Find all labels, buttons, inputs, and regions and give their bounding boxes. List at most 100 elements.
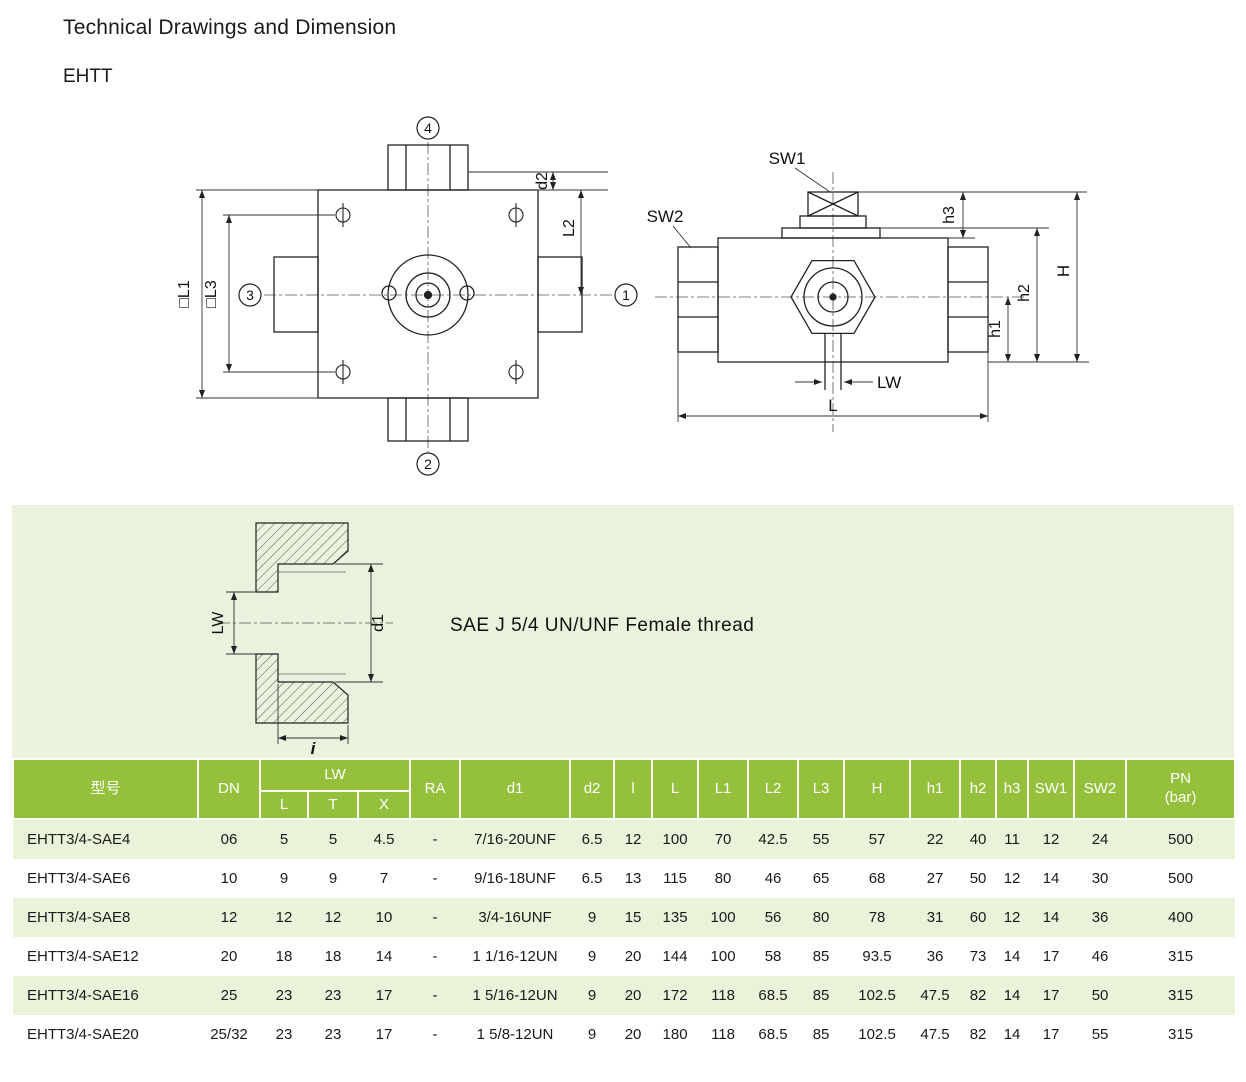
value-cell: 9	[587, 909, 597, 926]
thread-detail-section: LW d1 i SAE J 5/4 UN/UNF Female thread	[12, 505, 1234, 758]
model-cell: EHTT3/4-SAE20	[27, 1026, 139, 1043]
value-cell: 9	[587, 948, 597, 965]
value-cell: 5	[328, 831, 338, 848]
port-3-circle	[238, 283, 262, 307]
value-cell: 25/32	[210, 1026, 248, 1043]
model-cell: EHTT3/4-SAE12	[27, 948, 139, 965]
value-cell: 17	[375, 987, 393, 1004]
front-bolt-holes	[335, 203, 524, 384]
value-cell: 10	[220, 870, 238, 887]
value-cell: 36	[1091, 909, 1109, 926]
thread-dimension-labels: LW d1 i	[210, 611, 387, 757]
value-cell: 50	[969, 870, 987, 887]
value-cell: 23	[275, 987, 293, 1004]
value-cell: 15	[624, 909, 642, 926]
value-cell: 315	[1168, 987, 1194, 1004]
port-2-label: 2	[424, 456, 432, 472]
label-h3: h3	[941, 206, 958, 224]
col-header-l: L	[651, 758, 700, 820]
port-4-circle	[416, 116, 440, 140]
value-cell: 23	[275, 1026, 293, 1043]
side-view-drawing: SW1 SW2 h3 h1 h2 H LW L	[647, 149, 1089, 432]
value-cell: 9	[279, 870, 289, 887]
value-cell: 12	[1003, 870, 1021, 887]
model-cell: EHTT3/4-SAE8	[27, 909, 131, 926]
value-cell: 12	[624, 831, 642, 848]
port-4-label: 4	[424, 120, 432, 136]
value-cell: 100	[710, 948, 736, 965]
value-cell: -	[432, 1026, 438, 1043]
value-cell: 400	[1168, 909, 1194, 926]
port-3-label: 3	[246, 287, 254, 303]
value-cell: 42.5	[758, 831, 788, 848]
value-cell: 50	[1091, 987, 1109, 1004]
value-cell: 10	[375, 909, 393, 926]
thread-caption: SAE J 5/4 UN/UNF Female thread	[450, 615, 755, 636]
pn-label-line1: PN	[1170, 770, 1191, 788]
value-cell: 56	[764, 909, 782, 926]
value-cell: 5	[279, 831, 289, 848]
value-cell: 22	[926, 831, 944, 848]
value-cell: 14	[1042, 870, 1060, 887]
pn-label-line2: (bar)	[1164, 789, 1197, 806]
col-header-h2: h2	[959, 758, 998, 820]
side-dimension-labels: SW1 SW2 h3 h1 h2 H LW L	[647, 149, 1073, 415]
value-cell: 7	[379, 870, 389, 887]
value-cell: 135	[662, 909, 688, 926]
value-cell: 85	[812, 1026, 830, 1043]
value-cell: 31	[926, 909, 944, 926]
value-cell: -	[432, 948, 438, 965]
value-cell: 6.5	[581, 870, 603, 887]
value-cell: 85	[812, 948, 830, 965]
col-header-d1: d1	[459, 758, 572, 820]
front-dimension-labels: □L1 □L3 d2 L2	[176, 172, 578, 308]
value-cell: 100	[710, 909, 736, 926]
value-cell: -	[432, 870, 438, 887]
value-cell: 172	[662, 987, 688, 1004]
value-cell: 3/4-16UNF	[478, 909, 552, 926]
thread-crest-lines	[278, 571, 346, 675]
front-port-markers	[238, 116, 638, 476]
value-cell: 82	[969, 987, 987, 1004]
col-header-d2: d2	[569, 758, 616, 820]
value-cell: 14	[375, 948, 393, 965]
value-cell: 315	[1168, 1026, 1194, 1043]
label-sw1: SW1	[769, 149, 806, 168]
value-cell: 1 5/16-12UN	[472, 987, 558, 1004]
value-cell: 9/16-18UNF	[474, 870, 556, 887]
thread-dimension-lines	[226, 563, 383, 744]
value-cell: 14	[1042, 909, 1060, 926]
value-cell: 65	[812, 870, 830, 887]
value-cell: 82	[969, 1026, 987, 1043]
value-cell: 500	[1168, 831, 1194, 848]
model-cell: EHTT3/4-SAE6	[27, 870, 131, 887]
value-cell: 06	[220, 831, 238, 848]
front-dimension-lines	[196, 171, 608, 399]
value-cell: 46	[1091, 948, 1109, 965]
value-cell: 17	[1042, 987, 1060, 1004]
col-header-model: 型号	[12, 758, 199, 820]
label-h1: h1	[987, 320, 1004, 338]
model-cell: EHTT3/4-SAE16	[27, 987, 139, 1004]
dim-label-l1: □L1	[176, 280, 193, 308]
value-cell: 70	[714, 831, 732, 848]
value-cell: 30	[1091, 870, 1109, 887]
col-header-l2: L2	[747, 758, 800, 820]
col-header-l3: L3	[797, 758, 846, 820]
port-2-circle	[416, 452, 440, 476]
value-cell: 12	[1003, 909, 1021, 926]
col-header-l1: L1	[697, 758, 750, 820]
col-header-lw-l: L	[259, 790, 309, 820]
value-cell: 18	[324, 948, 342, 965]
thread-detail-drawing: LW d1 i	[210, 522, 393, 757]
value-cell: 20	[624, 1026, 642, 1043]
value-cell: 24	[1091, 831, 1109, 848]
value-cell: 7/16-20UNF	[474, 831, 556, 848]
value-cell: 102.5	[858, 1026, 896, 1043]
col-header-h3: h3	[995, 758, 1030, 820]
value-cell: 9	[587, 1026, 597, 1043]
value-cell: 1 1/16-12UN	[472, 948, 558, 965]
